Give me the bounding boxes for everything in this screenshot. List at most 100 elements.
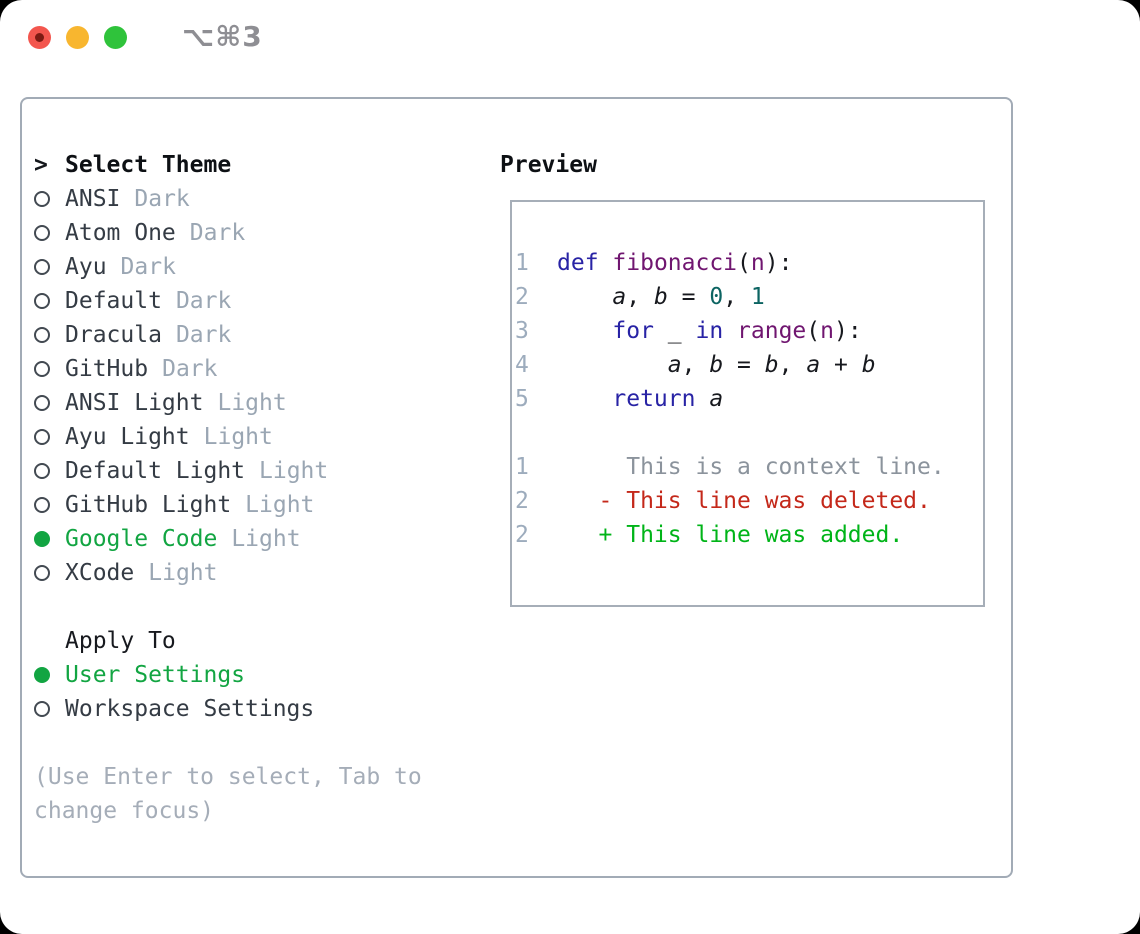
theme-option[interactable]: GitHub Light Light [34, 488, 484, 522]
theme-name: GitHub Light [65, 492, 232, 518]
unsaved-indicator-dot [35, 32, 44, 42]
circle-icon [34, 293, 50, 309]
code-token [723, 318, 737, 344]
code-line: 2 a, b = 0, 1 [515, 280, 983, 314]
circle-icon [34, 429, 50, 445]
circle-icon [34, 463, 50, 479]
theme-name: Ayu [65, 254, 107, 280]
code-token [557, 386, 612, 412]
help-text: (Use Enter to select, Tab to change focu… [34, 760, 484, 828]
code-token [695, 386, 709, 412]
code-token: in [695, 318, 724, 344]
code-token: def [557, 250, 599, 276]
code-token: = [667, 284, 710, 310]
circle-icon [34, 497, 50, 513]
theme-option[interactable]: Ayu Light Light [34, 420, 484, 454]
diff-preview: 1 This is a context line.2 - This line w… [515, 450, 983, 552]
apply-to-title: Apply To [65, 628, 176, 654]
line-number: 5 [515, 386, 529, 412]
theme-variant-label: Dark [120, 254, 176, 280]
code-token [599, 250, 613, 276]
theme-variant-label: Light [245, 492, 315, 518]
code-token: a [612, 284, 627, 310]
theme-variant-label: Light [231, 526, 301, 552]
line-number: 2 [515, 488, 529, 514]
line-number: 4 [515, 352, 529, 378]
zoom-button[interactable] [104, 25, 127, 49]
radio-icon [34, 293, 65, 309]
theme-name: Ayu Light [65, 424, 190, 450]
apply-to-header: Apply To [34, 624, 484, 658]
theme-variant-label: Dark [162, 356, 218, 382]
code-token: = [723, 352, 765, 378]
code-token: ( [806, 318, 821, 344]
theme-name: ANSI Light [65, 390, 204, 416]
code-token: return [612, 386, 696, 412]
preview-title: Preview [500, 152, 597, 178]
circle-icon [34, 259, 50, 275]
circle-icon [34, 701, 50, 717]
code-line: 5 return a [515, 382, 983, 416]
theme-name: ANSI [65, 186, 121, 212]
selected-radio-icon [34, 531, 65, 547]
code-token [557, 318, 612, 344]
code-token: range [737, 318, 807, 344]
theme-name: Default [65, 288, 162, 314]
code-token: a [806, 352, 821, 378]
theme-option[interactable]: Ayu Dark [34, 250, 484, 284]
minimize-button[interactable] [66, 25, 89, 49]
apply-to-option[interactable]: User Settings [34, 658, 484, 692]
theme-name: Atom One [65, 220, 176, 246]
radio-icon [34, 701, 65, 717]
code-token [557, 352, 668, 378]
spacer [34, 726, 484, 760]
code-line: 4 a, b = b, a + b [515, 348, 983, 382]
code-token: a [709, 386, 724, 412]
theme-variant-label: Light [203, 424, 273, 450]
line-number: 2 [515, 522, 529, 548]
radio-icon [34, 565, 65, 581]
close-button[interactable] [28, 25, 51, 49]
code-token: a [667, 352, 682, 378]
circle-icon [34, 395, 50, 411]
diff-line: 2 + This line was added. [515, 518, 983, 552]
code-token: ): [764, 250, 793, 276]
diff-text: - This line was deleted. [557, 488, 931, 514]
code-token: , [778, 352, 807, 378]
theme-variant-label: Light [259, 458, 329, 484]
circle-icon [34, 225, 50, 241]
code-token: n [820, 318, 835, 344]
radio-icon [34, 361, 65, 377]
code-token: fibonacci [612, 250, 738, 276]
code-token: ( [737, 250, 751, 276]
selected-radio-icon [34, 667, 65, 683]
radio-icon [34, 225, 65, 241]
radio-icon [34, 259, 65, 275]
code-token: n [750, 250, 765, 276]
apply-to-option[interactable]: Workspace Settings [34, 692, 484, 726]
code-token: _ [653, 318, 696, 344]
spacer [34, 590, 484, 624]
code-token: + [820, 352, 862, 378]
circle-icon [34, 191, 50, 207]
radio-icon [34, 395, 65, 411]
code-token: b [653, 284, 668, 310]
code-token: 1 [750, 284, 765, 310]
window-titlebar: ⌥⌘3 [28, 23, 263, 51]
code-token: for [612, 318, 654, 344]
